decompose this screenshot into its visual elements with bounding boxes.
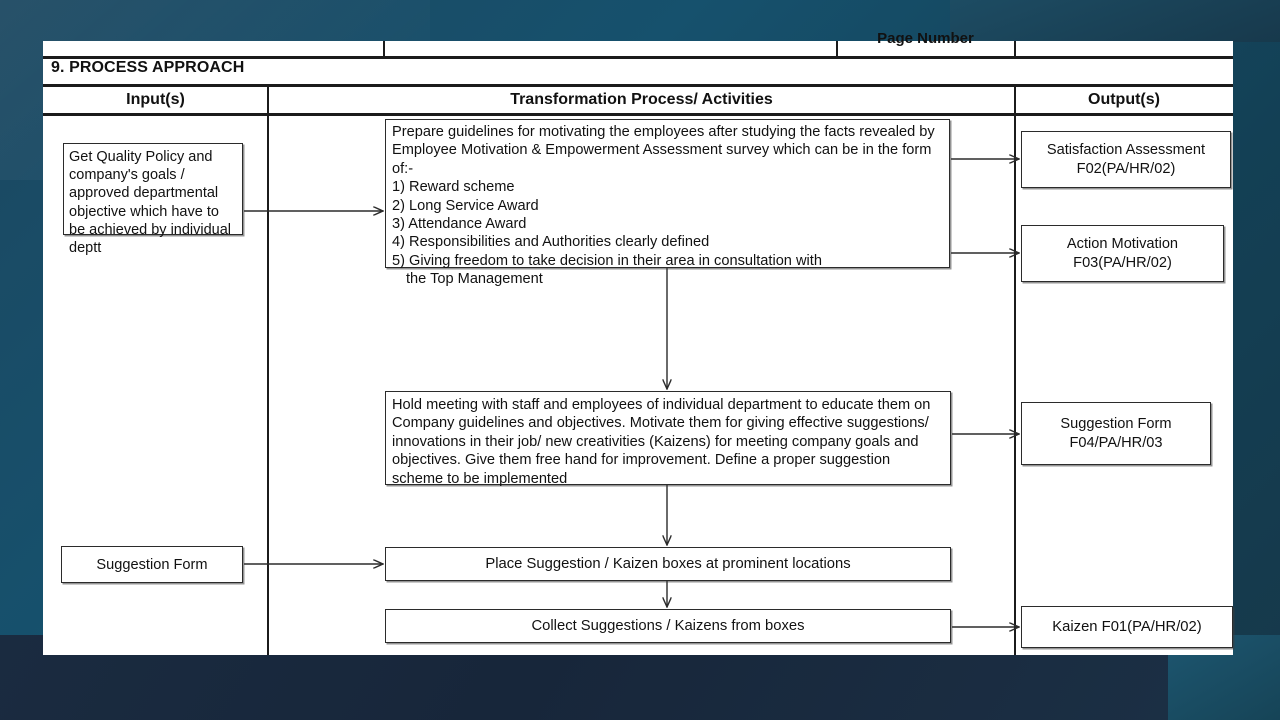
process-1-item-5: 5) Giving freedom to take decision in th…	[392, 252, 822, 269]
output-2-line2: F03(PA/HR/02)	[1073, 254, 1172, 271]
header-page-number-label: Page Number	[877, 30, 974, 47]
output-3-line2: F04/PA/HR/03	[1069, 434, 1163, 451]
header-divider-1	[383, 41, 385, 57]
header-divider-2	[836, 41, 838, 57]
body-divider-process-output	[1014, 114, 1016, 655]
column-header-divider-2	[1014, 86, 1016, 114]
column-header-process: Transformation Process/ Activities	[510, 91, 773, 108]
background-panel-top-right	[950, 0, 1280, 42]
header-divider-3	[1014, 41, 1016, 57]
output-2-line1: Action Motivation	[1066, 235, 1179, 252]
body-divider-input-process	[267, 114, 269, 655]
process-box-place-suggestion-boxes: Place Suggestion / Kaizen boxes at promi…	[385, 547, 951, 581]
output-1-line1: Satisfaction Assessment	[1046, 141, 1206, 158]
column-header-input: Input(s)	[126, 91, 185, 108]
process-box-hold-meeting: Hold meeting with staff and employees of…	[385, 391, 951, 487]
input-box-suggestion-form: Suggestion Form	[61, 546, 243, 583]
process-box-collect-suggestions: Collect Suggestions / Kaizens from boxes	[385, 609, 951, 643]
process-1-item-5-cont: the Top Management	[406, 271, 543, 288]
output-box-suggestion-form: Suggestion Form F04/PA/HR/03	[1021, 402, 1211, 465]
process-1-item-4: 4) Responsibilities and Authorities clea…	[392, 234, 710, 251]
process-approach-document: Page Number 9. PROCESS APPROACH Input(s)…	[43, 30, 1233, 655]
process-1-item-3: 3) Attendance Award	[392, 216, 527, 233]
header-rule-bottom	[43, 56, 1233, 58]
process-1-intro: Prepare guidelines for motivating the em…	[392, 124, 935, 177]
column-header-output: Output(s)	[1088, 91, 1160, 108]
column-header-rule-bottom	[43, 113, 1233, 116]
process-box-prepare-guidelines: Prepare guidelines for motivating the em…	[385, 119, 950, 287]
column-header-divider-1	[267, 86, 269, 114]
output-box-action-motivation: Action Motivation F03(PA/HR/02)	[1021, 225, 1224, 282]
title-rule-top	[43, 57, 1233, 59]
output-3-line1: Suggestion Form	[1060, 415, 1172, 432]
page-title: 9. PROCESS APPROACH	[51, 59, 245, 76]
output-box-satisfaction-assessment: Satisfaction Assessment F02(PA/HR/02)	[1021, 131, 1231, 188]
input-box-quality-policy: Get Quality Policy and company's goals /…	[63, 143, 243, 256]
output-box-kaizen: Kaizen F01(PA/HR/02)	[1021, 606, 1233, 648]
process-1-item-2: 2) Long Service Award	[392, 197, 539, 214]
process-1-item-1: 1) Reward scheme	[392, 179, 515, 196]
output-1-line2: F02(PA/HR/02)	[1076, 160, 1176, 177]
title-rule-bottom	[43, 84, 1233, 87]
